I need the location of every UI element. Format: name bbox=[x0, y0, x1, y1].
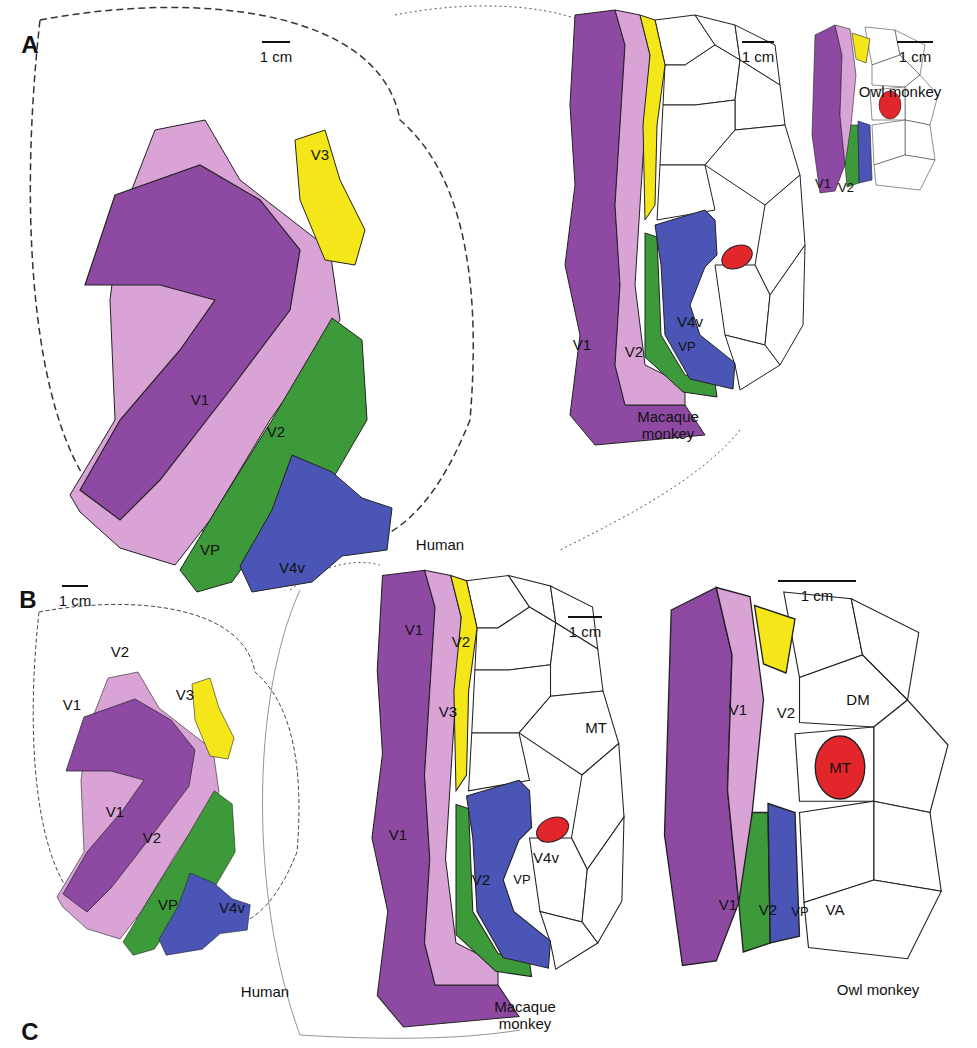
area-label: VA bbox=[826, 902, 845, 919]
area-label: V1 bbox=[389, 827, 407, 844]
area-label: Owl monkey bbox=[830, 982, 926, 999]
area-label: V2 bbox=[143, 830, 161, 847]
area-label: V1 bbox=[729, 702, 747, 719]
area-label: V4v bbox=[533, 850, 559, 867]
area-label: VP bbox=[678, 340, 695, 354]
area-label: VP bbox=[200, 542, 220, 559]
panel-letter: A bbox=[21, 32, 38, 58]
area-label: 1 cm bbox=[742, 49, 775, 66]
area-label: V2 bbox=[452, 634, 470, 651]
panel-letter: B bbox=[19, 587, 36, 613]
area-label: VP bbox=[158, 897, 178, 914]
area-label: V1 bbox=[191, 392, 209, 409]
area-label: V1 bbox=[405, 622, 423, 639]
area-label: V2 bbox=[838, 181, 854, 195]
area-label: V2 bbox=[625, 344, 643, 361]
area-label: VP bbox=[513, 873, 530, 887]
area-label: V1 bbox=[815, 177, 831, 191]
area-label: MT bbox=[585, 720, 607, 737]
area-label: V2 bbox=[759, 902, 777, 919]
area-label: V4v bbox=[219, 900, 245, 917]
area-label: 1 cm bbox=[801, 588, 834, 605]
area-label: V1 bbox=[106, 804, 124, 821]
area-label: V3 bbox=[311, 147, 329, 164]
area-label: V1 bbox=[719, 897, 737, 914]
area-label: Macaque monkey bbox=[477, 999, 573, 1032]
area-label: V2 bbox=[472, 872, 490, 889]
area-label: 1 cm bbox=[899, 49, 932, 66]
area-label: 1 cm bbox=[59, 593, 92, 610]
area-label: V3 bbox=[439, 704, 457, 721]
area-label: V1 bbox=[573, 337, 591, 354]
area-label: V4v bbox=[677, 314, 703, 331]
area-label: V1 bbox=[63, 697, 81, 714]
area-label: V4v bbox=[279, 560, 305, 577]
area-label: 1 cm bbox=[569, 624, 602, 641]
area-label: DM bbox=[846, 692, 869, 709]
area-label: V3 bbox=[176, 687, 194, 704]
area-label: Human bbox=[241, 984, 289, 1001]
area-label: MT bbox=[829, 760, 851, 777]
area-label: V2 bbox=[267, 424, 285, 441]
panel-letter: C bbox=[21, 1019, 38, 1045]
area-label: Macaque monkey bbox=[620, 409, 716, 442]
area-label: Owl monkey bbox=[852, 84, 948, 101]
area-label: 1 cm bbox=[260, 49, 293, 66]
area-label: VP bbox=[791, 905, 808, 919]
area-label: V2 bbox=[777, 705, 795, 722]
area-label: V2 bbox=[111, 644, 129, 661]
area-label: Human bbox=[416, 537, 464, 554]
